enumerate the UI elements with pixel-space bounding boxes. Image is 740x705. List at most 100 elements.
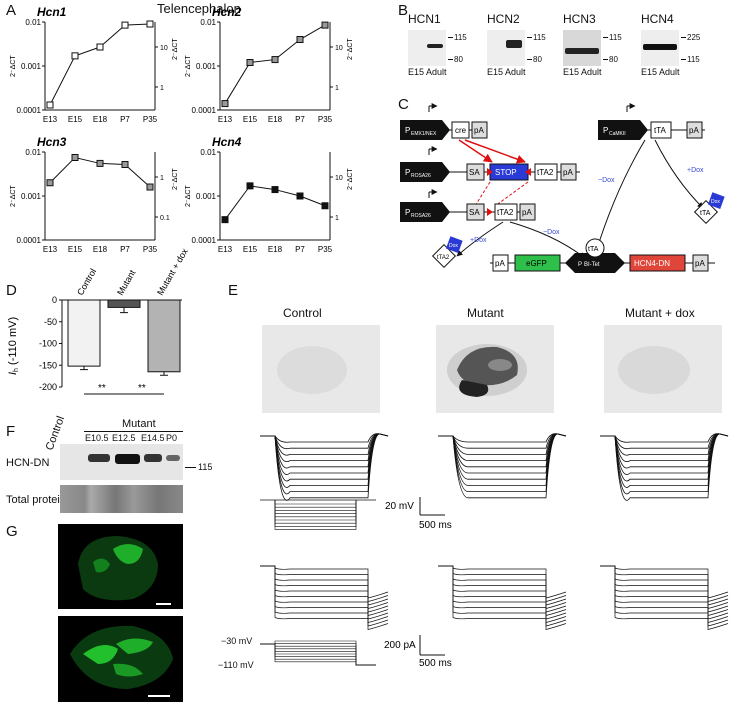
f-mutant-bracket xyxy=(84,431,183,432)
svg-text:Dox: Dox xyxy=(711,199,720,205)
brain-sections xyxy=(262,325,722,413)
pa-label-1: pA xyxy=(474,126,484,135)
x-tick-label: P35 xyxy=(318,115,333,124)
x-tick-label: E13 xyxy=(218,115,233,124)
marker-label: 115 xyxy=(687,55,700,64)
right-tick-label: 10 xyxy=(335,175,343,182)
voltage-trace xyxy=(600,433,729,501)
y-tick-label: 0.001 xyxy=(21,192,42,201)
series-line xyxy=(224,24,326,104)
svg-text:ROSA26: ROSA26 xyxy=(411,173,431,179)
x-tick-label: E18 xyxy=(268,115,283,124)
band xyxy=(643,44,677,50)
svg-text:500 ms: 500 ms xyxy=(419,658,452,669)
right-axis-label: 2⁻ᐃCT xyxy=(347,168,354,190)
current-trace xyxy=(600,565,729,599)
svg-text:200 pA: 200 pA xyxy=(384,640,416,651)
hcn-dn-row-label: HCN-DN xyxy=(6,457,50,469)
current-trace xyxy=(438,565,567,609)
x-tick-label: P35 xyxy=(318,245,333,254)
cc-trace-group xyxy=(438,433,567,499)
current-trace xyxy=(600,565,729,602)
blot-title: HCN3 xyxy=(563,12,596,26)
chart-title: Hcn4 xyxy=(212,135,242,149)
y-tick-label: 0.01 xyxy=(200,18,216,27)
total-protein-blot xyxy=(60,485,183,513)
data-point xyxy=(96,43,104,51)
voltage-step xyxy=(260,643,376,666)
cre-label: cre xyxy=(455,126,467,135)
hcn-dn-blot xyxy=(60,444,183,480)
voltage-trace xyxy=(260,433,389,501)
current-step-protocol xyxy=(260,499,376,530)
voltage-trace xyxy=(260,433,389,443)
svg-text:20 mV: 20 mV xyxy=(385,501,414,512)
marker-tick xyxy=(527,37,532,38)
data-point xyxy=(46,179,54,187)
y-tick-label: 0.0001 xyxy=(17,236,42,245)
rosa-recombined-construct: P ROSA26 SA tTA2 pA xyxy=(400,189,536,222)
current-trace xyxy=(438,565,567,620)
marker-label: 115 xyxy=(609,33,622,42)
svg-text:tTA2: tTA2 xyxy=(497,208,514,217)
cc-trace-group xyxy=(600,433,729,501)
data-point xyxy=(121,160,129,168)
blot-image xyxy=(487,30,525,66)
chart-title: Hcn2 xyxy=(212,5,242,19)
current-trace xyxy=(438,565,567,623)
lane-labels: E15 Adult xyxy=(563,67,602,77)
band xyxy=(427,44,443,48)
x-tick-label: E13 xyxy=(43,245,58,254)
marker-label: 115 xyxy=(533,33,546,42)
y-axis-label: 2⁻ᐃCT xyxy=(185,55,192,77)
svg-text:pA: pA xyxy=(689,126,699,135)
f-marker-tick xyxy=(185,467,196,468)
y-tick-label: 0.01 xyxy=(25,18,41,27)
panel-c-label: C xyxy=(398,96,409,113)
y-axis-label: 2⁻ᐃCT xyxy=(10,55,17,77)
marker-tick xyxy=(527,59,532,60)
svg-text:HCN4-DN: HCN4-DN xyxy=(634,259,670,268)
svg-text:P: P xyxy=(603,126,608,135)
panel-c-diagram: P EMX1/NEX cre pA P CaMKII tTA pA P ROSA… xyxy=(400,103,725,273)
vc-trace-group xyxy=(600,565,729,630)
right-tick-label: 0.1 xyxy=(160,215,170,222)
voltage-trace xyxy=(438,433,567,443)
cc-trace-group xyxy=(260,433,389,501)
panel-g-label: G xyxy=(6,523,18,540)
y-tick-label: 0.001 xyxy=(21,62,42,71)
current-step xyxy=(274,500,357,508)
tta-dox-complex: tTA Dox xyxy=(693,192,725,225)
marker-label: 80 xyxy=(454,55,463,64)
voltage-step-protocol xyxy=(260,640,376,666)
marker-label: 80 xyxy=(609,55,618,64)
right-tick-label: 1 xyxy=(335,85,339,92)
panel-a-title: Telencephalon xyxy=(157,1,241,16)
voltage-clamp-traces xyxy=(260,565,729,666)
svg-text:P: P xyxy=(405,168,410,177)
right-tick-label: 1 xyxy=(160,175,164,182)
bar xyxy=(107,299,141,308)
svg-text:+Dox: +Dox xyxy=(470,237,487,244)
data-point xyxy=(146,20,154,28)
current-trace xyxy=(438,565,567,616)
blot-image xyxy=(641,30,679,66)
svg-text:pA: pA xyxy=(695,259,705,268)
svg-text:−Dox: −Dox xyxy=(543,229,560,236)
svg-text:P: P xyxy=(578,262,582,268)
voltage-step xyxy=(260,640,376,666)
column-mutant-dox: Mutant + dox xyxy=(625,306,695,320)
current-trace xyxy=(600,565,729,609)
lane-labels: E15 Adult xyxy=(408,67,447,77)
current-trace xyxy=(260,565,389,623)
lane-e12: E12.5 xyxy=(112,433,136,443)
voltage-trace xyxy=(438,433,567,499)
current-step xyxy=(274,500,357,511)
panel-e-label: E xyxy=(228,282,239,299)
right-axis-label: 2⁻ᐃCT xyxy=(172,168,179,190)
lane-e10: E10.5 xyxy=(85,433,109,443)
current-trace xyxy=(600,565,729,616)
